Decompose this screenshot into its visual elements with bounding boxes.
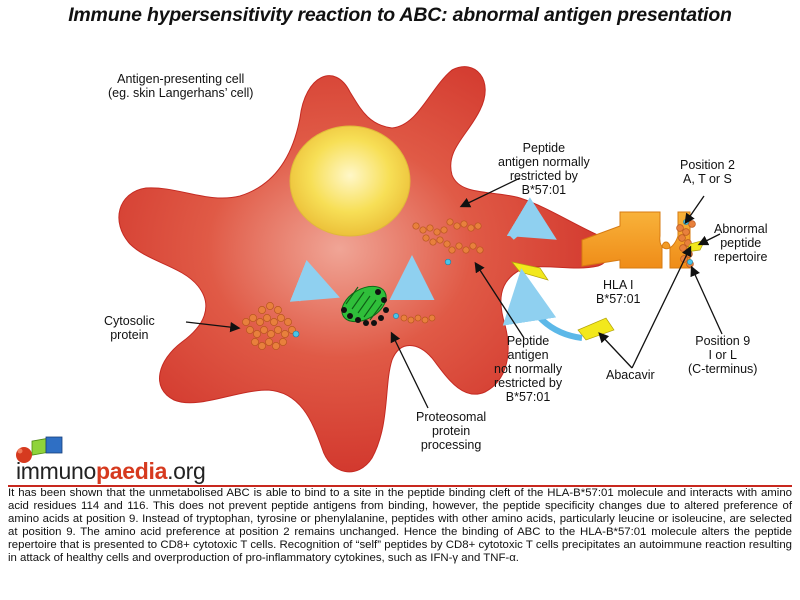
immunopaedia-logo[interactable]: immunopaedia.org (16, 458, 206, 485)
logo-part1: immuno (16, 458, 97, 484)
label-abacavir-text: Abacavir (606, 368, 655, 382)
proteasome (341, 285, 389, 326)
label-apc: Antigen-presenting cell (eg. skin Langer… (108, 72, 253, 100)
label-peptide-not-line3: not normally (494, 362, 563, 376)
cytosolic-protein (242, 302, 296, 350)
label-peptide-normal: Peptide antigen normally restricted by B… (498, 141, 590, 197)
label-proteosomal-line1: Proteosomal (416, 410, 487, 424)
abacavir-molecule-free (577, 317, 615, 341)
label-hla: HLA I B*57:01 (596, 278, 640, 306)
label-peptide-not-line5: B*57:01 (505, 390, 551, 404)
label-peptide-normal-line2: antigen normally (498, 155, 590, 169)
hla-molecule (581, 211, 691, 269)
description-text: It has been shown that the unmetabolised… (8, 487, 792, 565)
label-position9-line1: Position 9 (695, 334, 751, 348)
processed-peptide (400, 314, 436, 324)
processed-marker (393, 313, 399, 319)
label-abnormal-line3: repertoire (714, 250, 768, 264)
label-position9-line3: (C-terminus) (688, 362, 758, 376)
label-apc-line1: Antigen-presenting cell (117, 72, 245, 86)
label-peptide-not-line1: Peptide (506, 334, 550, 348)
nucleus (289, 125, 411, 237)
label-position2-line1: Position 2 (680, 158, 735, 172)
label-position2: Position 2 A, T or S (680, 158, 735, 186)
label-peptide-not-line4: restricted by (494, 376, 563, 390)
label-position2-line2: A, T or S (683, 172, 732, 186)
label-proteosomal-line2: protein (431, 424, 471, 438)
transport-arrow-3 (506, 197, 557, 240)
label-peptide-not-line2: antigen (507, 348, 549, 362)
label-position9: Position 9 I or L (C-terminus) (688, 334, 757, 376)
label-hla-line2: B*57:01 (596, 292, 641, 306)
label-peptide-not: Peptide antigen not normally restricted … (494, 334, 562, 404)
label-peptide-normal-line3: restricted by (509, 169, 578, 183)
label-hla-line1: HLA I (602, 278, 634, 292)
peptide-marker (444, 258, 452, 266)
label-proteosomal-line3: processing (420, 438, 482, 452)
antigen-presenting-cell (118, 66, 610, 473)
label-position9-line2: I or L (708, 348, 737, 362)
peptide-chains (412, 218, 484, 254)
label-peptide-normal-line1: Peptide (522, 141, 566, 155)
pointer-lines (185, 177, 723, 409)
logo-part3: .org (167, 458, 206, 484)
divider-line (8, 485, 792, 487)
logo-part2: paedia (96, 458, 168, 484)
label-proteosomal: Proteosomal protein processing (416, 410, 486, 452)
label-cytosolic-line1: Cytosolic (104, 314, 155, 328)
cytosolic-marker (292, 330, 300, 338)
page-title: Immune hypersensitivity reaction to ABC:… (68, 4, 732, 26)
abacavir-arrow (502, 268, 583, 341)
label-abnormal-line2: peptide (720, 236, 762, 250)
label-cytosolic-line2: protein (110, 328, 149, 342)
transport-arrow-1 (289, 259, 340, 302)
label-abnormal-line1: Abnormal (714, 222, 768, 236)
label-abacavir: Abacavir (606, 368, 655, 382)
immunopaedia-logo-mark (16, 436, 63, 463)
label-abnormal-repertoire: Abnormal peptide repertoire (714, 222, 768, 264)
position9-marker (687, 259, 693, 265)
label-cytosolic: Cytosolic protein (104, 314, 155, 342)
label-peptide-normal-line4: B*57:01 (521, 183, 567, 197)
label-apc-line2: (eg. skin Langerhans’ cell) (108, 86, 254, 100)
transport-arrow-2 (389, 255, 435, 301)
